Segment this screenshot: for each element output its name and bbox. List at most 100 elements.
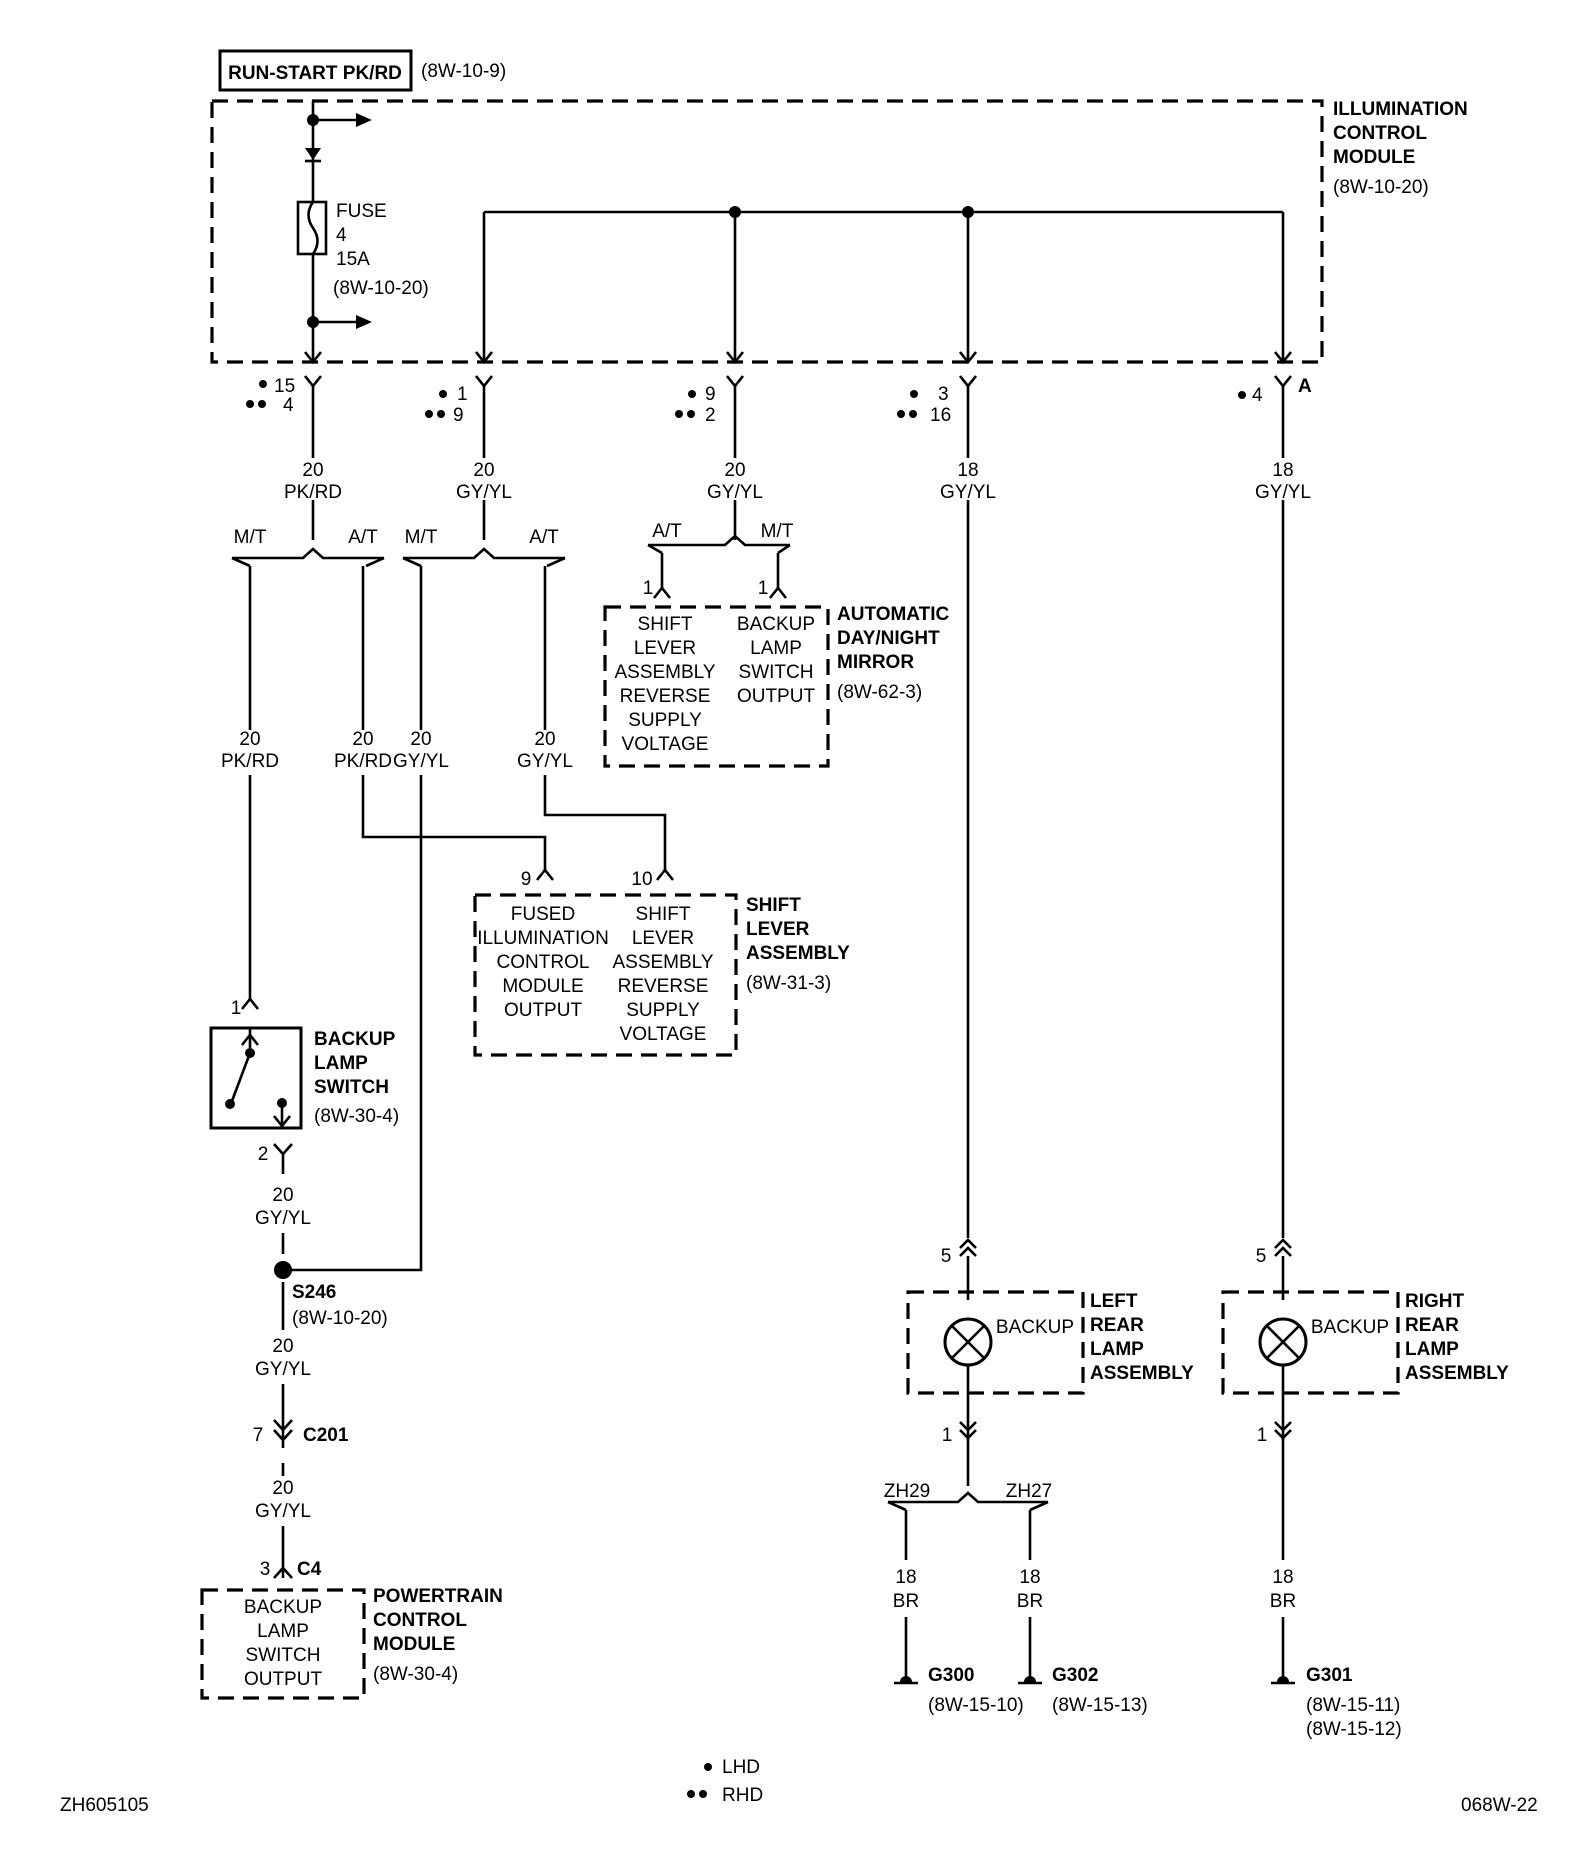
fuse-rating: 15A bbox=[336, 249, 370, 270]
illumination-control-module: ILLUMINATION CONTROL MODULE (8W-10-20) bbox=[210, 99, 1468, 364]
right-lamp-name-4: ASSEMBLY bbox=[1405, 1363, 1509, 1384]
mirror-input-line: ASSEMBLY bbox=[614, 662, 715, 683]
mirror-input-line: LAMP bbox=[750, 638, 802, 659]
branch-mt-label: M/T bbox=[761, 521, 794, 542]
wire-label-gauge: 20 bbox=[272, 1478, 293, 1499]
branch-gyyl: M/T A/T bbox=[402, 527, 566, 730]
ground-name: G301 bbox=[1306, 1665, 1353, 1686]
mirror-pin-left: 1 bbox=[643, 578, 654, 599]
ground-ref: (8W-15-11) bbox=[1306, 1695, 1400, 1716]
right-lamp-bulb: BACKUP bbox=[1311, 1317, 1389, 1338]
left-lamp-name-3: LAMP bbox=[1090, 1339, 1144, 1360]
mirror-pin-right: 1 bbox=[758, 578, 769, 599]
wire-label-gauge: 20 bbox=[352, 729, 373, 750]
c201-pin: 7 bbox=[253, 1425, 264, 1446]
splice-name: S246 bbox=[292, 1282, 336, 1303]
branch-at-label: A/T bbox=[529, 527, 559, 548]
wire-label-color: GY/YL bbox=[393, 751, 449, 772]
pin-lhd-4: 3 bbox=[938, 384, 949, 405]
shift-lever-assembly: 9 10 FUSED ILLUMINATION CONTROL MODULE O… bbox=[473, 869, 850, 1057]
shift-lever-input-line: ILLUMINATION bbox=[477, 928, 609, 949]
switch-name-3: SWITCH bbox=[314, 1077, 389, 1098]
left-lamp-pin-bottom: 1 bbox=[942, 1425, 953, 1446]
pin-rhd-4: 16 bbox=[930, 405, 951, 426]
wire-label-color: PK/RD bbox=[221, 751, 279, 772]
c4-pin: 3 bbox=[260, 1559, 271, 1580]
wire-label-gauge: 20 bbox=[724, 460, 745, 481]
pcm-input-line: OUTPUT bbox=[244, 1669, 323, 1690]
mid-wire-labels: 20 PK/RD 20 PK/RD 20 GY/YL 20 GY/YL bbox=[221, 729, 573, 772]
branch-mt-label: M/T bbox=[405, 527, 438, 548]
pcm-input-line: BACKUP bbox=[244, 1597, 322, 1618]
legend-lhd: LHD bbox=[722, 1757, 760, 1778]
wire-label-color: PK/RD bbox=[284, 482, 342, 503]
shift-lever-name-2: LEVER bbox=[746, 919, 810, 940]
legend: LHD RHD bbox=[687, 1757, 763, 1806]
branch-pkrd: M/T A/T bbox=[231, 527, 385, 730]
right-lamp-name-3: LAMP bbox=[1405, 1339, 1459, 1360]
c4-name: C4 bbox=[297, 1559, 322, 1580]
wires-from-icm: 20 PK/RD 20 GY/YL 20 GY/YL 18 GY/YL 18 G… bbox=[284, 384, 1311, 1238]
ground-name: G300 bbox=[928, 1665, 974, 1686]
icm-name-2: CONTROL bbox=[1333, 123, 1427, 144]
zh29-label: ZH29 bbox=[884, 1481, 930, 1502]
right-lamp-pin-top: 5 bbox=[1256, 1246, 1267, 1267]
mirror-input-line: REVERSE bbox=[620, 686, 711, 707]
shift-lever-ref: (8W-31-3) bbox=[746, 973, 831, 994]
wire-label-gauge: 20 bbox=[410, 729, 431, 750]
c201-name: C201 bbox=[303, 1425, 349, 1446]
backup-lamp-switch: 1 BACKUP LAMP SWITCH (8W-30-4) 2 bbox=[209, 998, 399, 1174]
mirror-input-line: LEVER bbox=[634, 638, 696, 659]
mirror-ref: (8W-62-3) bbox=[837, 682, 922, 703]
shift-lever-input-line: FUSED bbox=[511, 904, 575, 925]
ground-name: G302 bbox=[1052, 1665, 1098, 1686]
wire-label-gauge: 18 bbox=[1272, 1567, 1293, 1588]
pcm-ref: (8W-30-4) bbox=[373, 1664, 458, 1685]
ground-ref: (8W-15-13) bbox=[1052, 1695, 1148, 1716]
wire-label-color: GY/YL bbox=[255, 1501, 311, 1522]
shift-lever-input-line: CONTROL bbox=[497, 952, 590, 973]
wire-label-gauge: 20 bbox=[272, 1185, 293, 1206]
left-rear-lamp: 5 BACKUP LEFT REAR LAMP ASSEMBLY 1 ZH29 … bbox=[884, 1238, 1194, 1676]
wire-label-gauge: 20 bbox=[272, 1336, 293, 1357]
icm-connector: 15 4 1 9 9 2 3 16 4 A bbox=[246, 375, 1312, 426]
grounds: G300 (8W-15-10) G302 (8W-15-13) G301 (8W… bbox=[894, 1665, 1402, 1740]
right-lamp-pin-bottom: 1 bbox=[1257, 1425, 1268, 1446]
icm-ref: (8W-10-20) bbox=[1333, 177, 1429, 198]
switch-name-2: LAMP bbox=[314, 1053, 368, 1074]
mirror-name-3: MIRROR bbox=[837, 652, 914, 673]
wire-label-color: PK/RD bbox=[334, 751, 392, 772]
wire-label-gauge: 20 bbox=[239, 729, 260, 750]
mirror-input-line: VOLTAGE bbox=[622, 734, 709, 755]
wire-label-color: GY/YL bbox=[1255, 482, 1311, 503]
wire-label-gauge: 20 bbox=[302, 460, 323, 481]
pin-rhd-3: 2 bbox=[705, 405, 716, 426]
ground-ref: (8W-15-10) bbox=[928, 1695, 1024, 1716]
mid-wires bbox=[240, 775, 675, 1272]
pin-lhd-2: 1 bbox=[457, 384, 468, 405]
splice-ref: (8W-10-20) bbox=[292, 1308, 388, 1329]
branch-at-label: A/T bbox=[348, 527, 378, 548]
ground-icon bbox=[1271, 1676, 1295, 1685]
figure-code-left: ZH605105 bbox=[60, 1795, 149, 1816]
connector-a-label: A bbox=[1298, 376, 1312, 397]
left-lamp-name-2: REAR bbox=[1090, 1315, 1144, 1336]
ground-ref: (8W-15-12) bbox=[1306, 1719, 1402, 1740]
wire-label-color: GY/YL bbox=[456, 482, 512, 503]
ground-icon bbox=[1018, 1676, 1042, 1685]
wire-label-color: BR bbox=[893, 1591, 919, 1612]
wire-label-color: BR bbox=[1270, 1591, 1296, 1612]
right-lamp-name-2: REAR bbox=[1405, 1315, 1459, 1336]
pcm-input-line: LAMP bbox=[257, 1621, 309, 1642]
pcm-name-1: POWERTRAIN bbox=[373, 1586, 503, 1607]
figure-code-right: 068W-22 bbox=[1461, 1795, 1538, 1816]
zh27-label: ZH27 bbox=[1006, 1481, 1052, 1502]
shift-lever-input-line: SUPPLY bbox=[626, 1000, 700, 1021]
shift-lever-input-line: LEVER bbox=[632, 928, 694, 949]
wire-label-gauge: 18 bbox=[957, 460, 978, 481]
switch-name-1: BACKUP bbox=[314, 1029, 396, 1050]
icm-name-1: ILLUMINATION bbox=[1333, 99, 1468, 120]
splice-s246 bbox=[274, 1261, 292, 1279]
wire-label-gauge: 18 bbox=[895, 1567, 916, 1588]
wire-label-gauge: 20 bbox=[473, 460, 494, 481]
